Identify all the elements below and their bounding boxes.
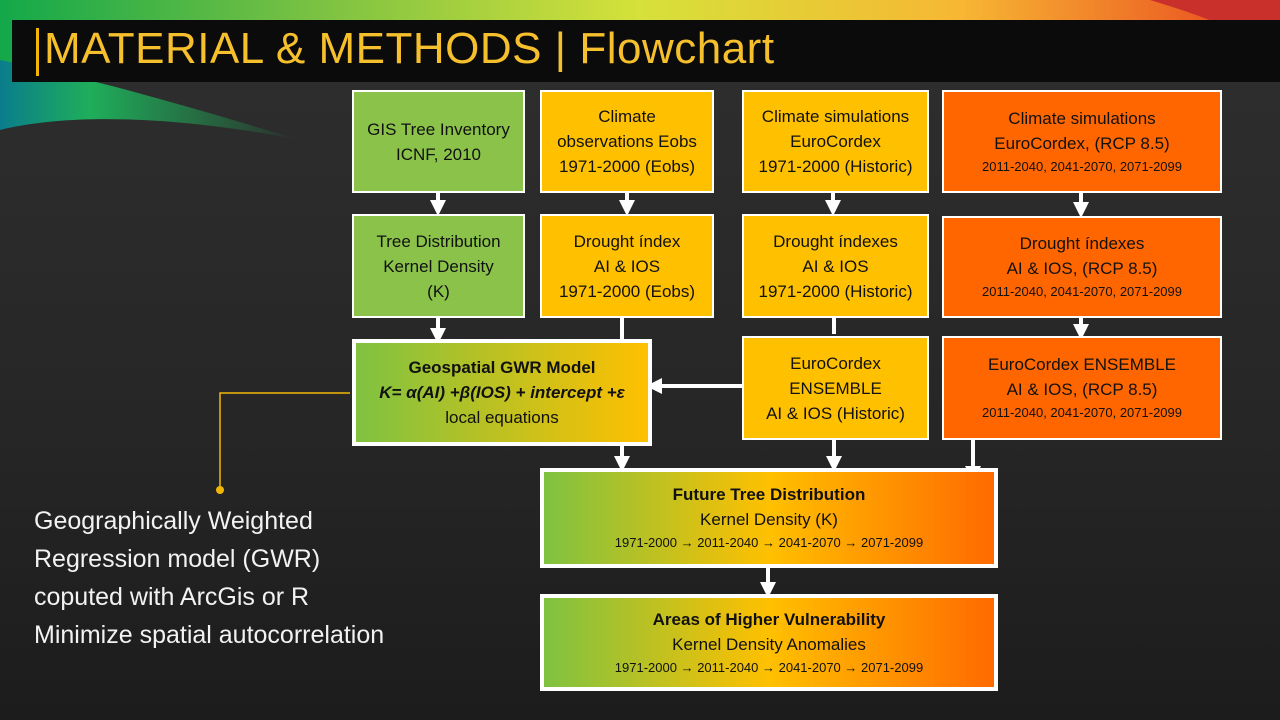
drought-rcp-line3: 2011-2040, 2041-2070, 2071-2099 xyxy=(982,284,1182,299)
clim-sim-rcp-line1: Climate simulations xyxy=(1008,108,1156,128)
drought-obs-line1: Drought índex xyxy=(573,231,681,251)
ens-rcp-line1: EuroCordex ENSEMBLE xyxy=(987,355,1177,374)
gwr-line1: Geospatial GWR Model xyxy=(408,358,596,377)
future-tree-distribution-box: Future Tree Distribution Kernel Density … xyxy=(540,468,998,568)
note-line2: Regression model (GWR) xyxy=(34,545,321,573)
vuln-line2: Kernel Density Anomalies xyxy=(672,634,866,654)
clim-obs-line3: 1971-2000 (Eobs) xyxy=(558,157,696,176)
note-line1: Geographically Weighted xyxy=(34,507,313,535)
drought-hist-line2: AI & IOS xyxy=(802,256,869,276)
tree-dist-line3: (K) xyxy=(427,281,450,301)
clim-obs-line2: observations Eobs xyxy=(557,132,697,151)
clim-sim-hist-line3: 1971-2000 (Historic) xyxy=(758,157,913,176)
vuln-line3: 1971-2000 → 2011-2040 → 2041-2070 → 2071… xyxy=(614,659,924,675)
higher-vulnerability-box: Areas of Higher Vulnerability Kernel Den… xyxy=(540,594,998,691)
eurocordex-ensemble-rcp-box: EuroCordex ENSEMBLE AI & IOS, (RCP 8.5) … xyxy=(942,336,1222,440)
drought-obs-line3: 1971-2000 (Eobs) xyxy=(558,281,696,301)
note-line3: coputed with ArcGis or R xyxy=(34,583,310,611)
drought-rcp-line1: Drought índexes xyxy=(1019,234,1145,253)
clim-sim-hist-line1: Climate simulations xyxy=(761,107,910,126)
ens-hist-line1: EuroCordex xyxy=(790,353,881,373)
drought-hist-line1: Drought índexes xyxy=(773,231,898,251)
title-accent xyxy=(36,28,39,76)
drought-obs-line2: AI & IOS xyxy=(593,256,661,276)
climate-simulations-rcp-box: Climate simulations EuroCordex, (RCP 8.5… xyxy=(942,90,1222,193)
ens-rcp-line2: AI & IOS, (RCP 8.5) xyxy=(1006,380,1158,399)
geospatial-gwr-model-box: Geospatial GWR Model K= α(AI) +β(IOS) + … xyxy=(352,339,652,446)
clim-obs-line1: Climate xyxy=(598,107,656,126)
future-line2: Kernel Density (K) xyxy=(700,510,838,529)
clim-sim-rcp-line3: 2011-2040, 2041-2070, 2071-2099 xyxy=(982,158,1182,174)
ens-hist-line2: ENSEMBLE xyxy=(789,378,882,398)
ens-hist-line3: AI & IOS (Historic) xyxy=(766,403,905,423)
drought-rcp-line2: AI & IOS, (RCP 8.5) xyxy=(1006,259,1158,278)
vuln-line1: Areas of Higher Vulnerability xyxy=(652,609,886,629)
gwr-line3: local equations xyxy=(445,408,559,427)
clim-sim-hist-line2: EuroCordex xyxy=(790,132,881,151)
climate-simulations-historic-box: Climate simulations EuroCordex 1971-2000… xyxy=(742,90,929,193)
drought-index-obs-box: Drought índex AI & IOS 1971-2000 (Eobs) xyxy=(540,214,714,318)
ens-rcp-line3: 2011-2040, 2041-2070, 2071-2099 xyxy=(982,405,1182,420)
title-bar xyxy=(12,20,1280,82)
gis-tree-inventory-box: GIS Tree Inventory ICNF, 2010 xyxy=(352,90,525,193)
gwr-equation: K= α(AI) +β(IOS) + intercept +ε xyxy=(379,383,625,402)
future-line3: 1971-2000 → 2011-2040 → 2041-2070 → 2071… xyxy=(614,535,924,550)
tree-dist-line2: Kernel Density xyxy=(383,256,494,276)
gis-line2: ICNF, 2010 xyxy=(395,144,482,164)
drought-indexes-historic-box: Drought índexes AI & IOS 1971-2000 (Hist… xyxy=(742,214,929,318)
climate-observations-box: Climate observations Eobs 1971-2000 (Eob… xyxy=(540,90,714,193)
gis-line1: GIS Tree Inventory xyxy=(367,119,510,139)
eurocordex-ensemble-historic-box: EuroCordex ENSEMBLE AI & IOS (Historic) xyxy=(742,336,929,440)
tree-dist-line1: Tree Distribution xyxy=(376,231,501,251)
clim-sim-rcp-line2: EuroCordex, (RCP 8.5) xyxy=(994,133,1170,153)
note-line4: Minimize spatial autocorrelation xyxy=(34,621,385,649)
drought-hist-line3: 1971-2000 (Historic) xyxy=(758,281,913,301)
drought-indexes-rcp-box: Drought índexes AI & IOS, (RCP 8.5) 2011… xyxy=(942,216,1222,318)
gwr-note: Geographically Weighted Regression model… xyxy=(34,502,384,654)
tree-distribution-box: Tree Distribution Kernel Density (K) xyxy=(352,214,525,318)
future-line1: Future Tree Distribution xyxy=(672,485,866,504)
page-title: MATERIAL & METHODS | Flowchart xyxy=(44,24,775,73)
